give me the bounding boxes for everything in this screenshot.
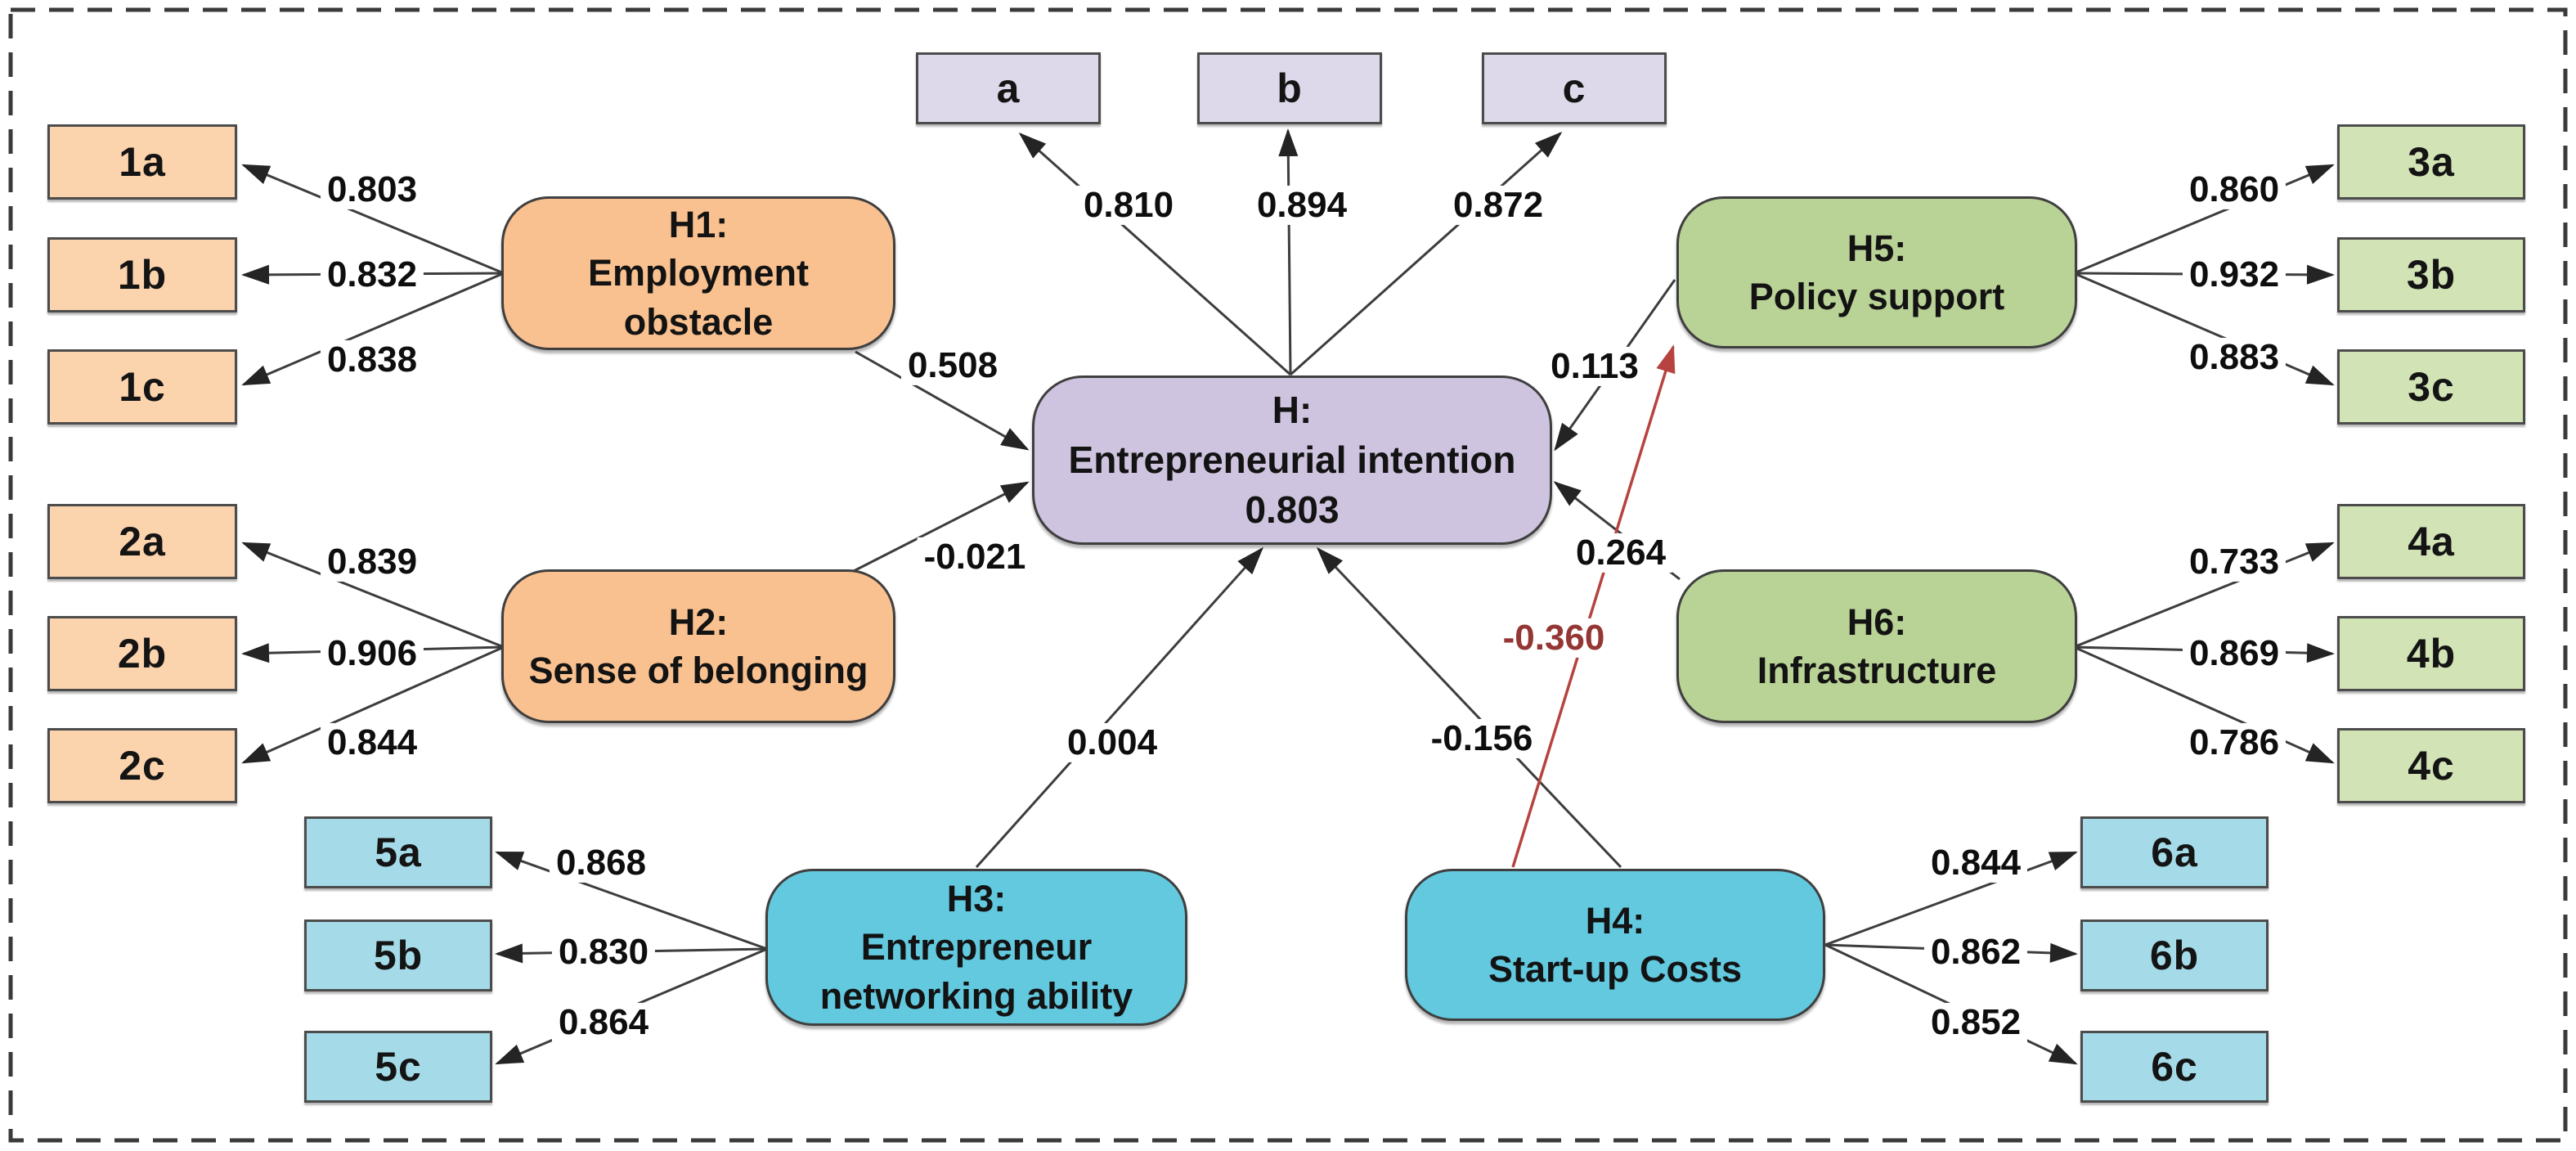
latent-h5-policy-support: H5: Policy support <box>1676 196 2077 348</box>
loading-4b: 0.869 <box>2182 633 2287 674</box>
indicator-4a: 4a <box>2337 504 2525 579</box>
h5-title: H5: <box>1847 227 1907 269</box>
indicator-6b-label: 6b <box>2149 933 2200 978</box>
loading-6a: 0.844 <box>1923 843 2028 883</box>
h1-line2: Employment <box>587 252 810 294</box>
indicator-2a-label: 2a <box>119 519 166 564</box>
latent-h1-employment-obstacle: H1: Employment obstacle <box>501 196 895 350</box>
h2-line2: Sense of belonging <box>528 650 868 691</box>
h4-line2: Start-up Costs <box>1488 948 1742 990</box>
path-h1-coefficient: 0.508 <box>900 345 1005 386</box>
loading-4c: 0.786 <box>2182 722 2287 763</box>
path-h3-coefficient: 0.004 <box>1060 722 1165 763</box>
indicator-2b: 2b <box>47 616 237 691</box>
indicator-6b: 6b <box>2080 919 2269 991</box>
loading-3b: 0.932 <box>2182 254 2287 295</box>
indicator-c-label: c <box>1562 65 1586 111</box>
loading-2b: 0.906 <box>320 633 424 674</box>
h3-line2: Entrepreneur <box>860 926 1093 969</box>
indicator-a-label: a <box>996 65 1021 111</box>
indicator-3b-label: 3b <box>2406 252 2457 298</box>
indicator-1a: 1a <box>47 124 237 200</box>
h3-title: H3: <box>946 877 1007 919</box>
h4-to-h5-negative-arrow <box>1511 344 1676 868</box>
loading-6b: 0.862 <box>1923 932 2028 973</box>
path-h2-coefficient: -0.021 <box>917 537 1033 578</box>
loading-3c: 0.883 <box>2182 337 2287 378</box>
indicator-2c-label: 2c <box>119 743 166 789</box>
latent-h3-entrepreneur-networking-ability: H3: Entrepreneur networking ability <box>765 869 1187 1026</box>
indicator-2a: 2a <box>47 504 237 579</box>
indicator-5a: 5a <box>304 816 492 888</box>
indicator-6a-label: 6a <box>2151 830 2198 875</box>
indicator-1b: 1b <box>47 237 237 312</box>
latent-h-entrepreneurial-intention: H: Entrepreneurial intention 0.803 <box>1032 375 1552 545</box>
indicator-3a: 3a <box>2337 124 2525 200</box>
loading-1a: 0.803 <box>320 169 424 210</box>
indicator-5b: 5b <box>304 919 492 991</box>
loading-1c: 0.838 <box>320 339 424 380</box>
center-title: H: <box>1272 389 1313 432</box>
indicator-3a-label: 3a <box>2408 139 2455 185</box>
indicator-3c: 3c <box>2337 349 2525 425</box>
indicator-4b: 4b <box>2337 616 2525 691</box>
latent-h2-sense-of-belonging: H2: Sense of belonging <box>501 569 895 723</box>
h2-title: H2: <box>668 600 729 643</box>
h4-title: H4: <box>1585 899 1645 942</box>
indicator-1c: 1c <box>47 349 237 425</box>
indicator-6c-label: 6c <box>2151 1044 2198 1090</box>
path-h4-to-h5-coefficient: -0.360 <box>1496 618 1612 659</box>
loading-6c: 0.852 <box>1923 1002 2028 1043</box>
h1-title: H1: <box>668 203 729 245</box>
loading-5a: 0.868 <box>549 843 653 883</box>
indicator-3c-label: 3c <box>2408 364 2455 410</box>
latent-h6-infrastructure: H6: Infrastructure <box>1676 569 2077 723</box>
loading-4a: 0.733 <box>2182 542 2287 582</box>
h1-line3: obstacle <box>623 300 774 343</box>
center-r-squared: 0.803 <box>1245 488 1340 531</box>
indicator-4b-label: 4b <box>2406 631 2457 677</box>
indicator-1b-label: 1b <box>117 252 168 298</box>
indicator-4c-label: 4c <box>2408 743 2455 789</box>
loading-3a: 0.860 <box>2182 169 2287 210</box>
h5-line2: Policy support <box>1748 276 2005 317</box>
loading-1b: 0.832 <box>320 254 424 295</box>
center-line2: Entrepreneurial intention <box>1068 438 1516 482</box>
dashed-border <box>8 7 2568 1143</box>
indicator-a: a <box>916 52 1101 124</box>
loading-c: 0.872 <box>1446 185 1551 226</box>
indicator-6a: 6a <box>2080 816 2269 888</box>
latent-h4-start-up-costs: H4: Start-up Costs <box>1405 869 1825 1021</box>
indicator-1a-label: 1a <box>119 139 166 185</box>
indicator-6c: 6c <box>2080 1031 2269 1103</box>
loading-2a: 0.839 <box>320 542 424 582</box>
loading-b: 0.894 <box>1250 185 1354 226</box>
h6-line2: Infrastructure <box>1757 650 1997 691</box>
path-h6-coefficient: 0.264 <box>1568 533 1673 573</box>
h3-line3: networking ability <box>819 974 1133 1017</box>
indicator-5b-label: 5b <box>373 933 424 978</box>
structural-arrows <box>851 279 1681 869</box>
measurement-arrows <box>241 128 2335 1065</box>
indicator-4c: 4c <box>2337 728 2525 803</box>
h6-title: H6: <box>1847 600 1907 643</box>
loading-2c: 0.844 <box>320 722 424 763</box>
indicator-c: c <box>1482 52 1667 124</box>
indicator-3b: 3b <box>2337 237 2525 312</box>
indicator-2c: 2c <box>47 728 237 803</box>
loading-5b: 0.830 <box>551 932 656 973</box>
indicator-2b-label: 2b <box>117 631 168 677</box>
indicator-4a-label: 4a <box>2408 519 2455 564</box>
indicator-5c: 5c <box>304 1031 492 1103</box>
indicator-b: b <box>1197 52 1382 124</box>
indicator-5c-label: 5c <box>375 1044 422 1090</box>
indicator-1c-label: 1c <box>119 364 166 410</box>
loading-a: 0.810 <box>1076 185 1181 226</box>
path-h5-coefficient: 0.113 <box>1544 346 1645 387</box>
loading-5c: 0.864 <box>551 1002 656 1043</box>
path-h4-coefficient: -0.156 <box>1424 718 1540 759</box>
indicator-b-label: b <box>1277 65 1303 111</box>
indicator-5a-label: 5a <box>375 830 422 875</box>
